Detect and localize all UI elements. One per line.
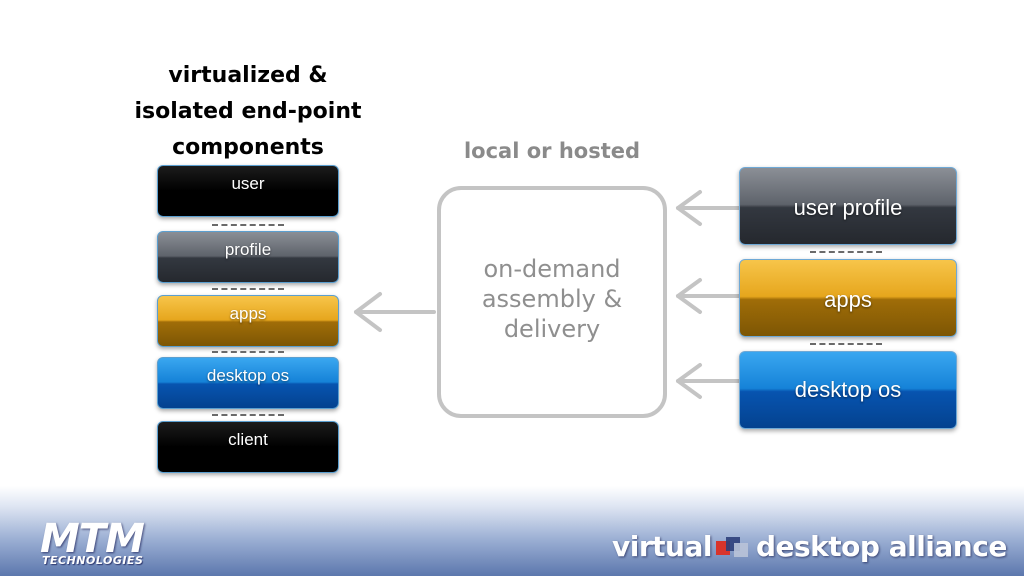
diagram-title: virtualized & isolated end-point compone… — [118, 58, 378, 166]
footer-band — [0, 486, 1024, 576]
title-line-3: components — [172, 135, 324, 160]
stack-box-label: apps — [229, 304, 267, 323]
vda-logo: virtual desktop alliance — [612, 526, 1007, 566]
stack-separator — [212, 224, 284, 226]
assembly-text-line-3: delivery — [503, 315, 601, 343]
assembly-text: on-demand assembly & delivery — [452, 254, 652, 344]
hosted-label: local or hosted — [463, 139, 641, 163]
stack-box-label: desktop os — [206, 366, 290, 385]
stack-box-apps: apps — [157, 295, 339, 347]
flow-arrows — [354, 190, 742, 399]
arrow-left-icon — [676, 190, 742, 226]
arrow-left-icon — [676, 278, 742, 314]
source-separator — [810, 251, 882, 253]
mtm-logo: MTM TECHNOLOGIES — [40, 516, 190, 570]
title-line-1: virtualized & — [168, 63, 328, 88]
stack-box-user: user — [157, 165, 339, 217]
stack-box-label: user — [231, 174, 265, 193]
stack-separator — [212, 351, 284, 353]
assembly-text-line-2: assembly & — [481, 285, 623, 313]
stack-separator — [212, 288, 284, 290]
stack-box-desktop-os: desktop os — [157, 357, 339, 409]
assembly-text-line-1: on-demand — [483, 255, 621, 283]
source-box-label: user profile — [793, 195, 903, 220]
vda-logo-word-2: desktop alliance — [755, 529, 1007, 563]
source-box-user-profile: user profile — [739, 167, 957, 245]
assembly-box: on-demand assembly & delivery — [437, 186, 667, 418]
stack-separator — [212, 414, 284, 416]
source-box-label: apps — [824, 287, 872, 312]
source-box-desktop-os: desktop os — [739, 351, 957, 429]
stack-box-client: client — [157, 421, 339, 473]
mtm-logo-sub: TECHNOLOGIES — [42, 554, 144, 567]
mtm-logo-main: MTM — [40, 516, 145, 562]
arrow-left-icon — [676, 363, 742, 399]
source-separator — [810, 343, 882, 345]
vda-mark-icon — [715, 535, 750, 557]
stack-box-label: profile — [224, 240, 272, 259]
arrow-left-icon — [354, 292, 436, 332]
source-box-apps: apps — [739, 259, 957, 337]
stack-box-profile: profile — [157, 231, 339, 283]
source-box-label: desktop os — [794, 377, 902, 402]
vda-logo-word-1: virtual — [612, 529, 712, 563]
title-line-2: isolated end-point — [134, 99, 362, 124]
stack-box-label: client — [228, 430, 268, 449]
